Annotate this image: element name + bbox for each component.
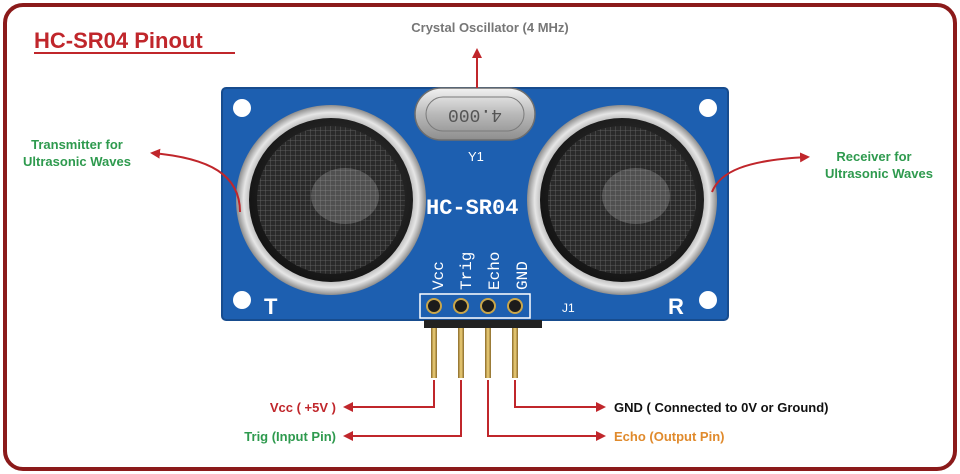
title-underline	[34, 52, 235, 54]
echo-arrow	[487, 380, 606, 441]
receiver-arrow	[711, 152, 810, 193]
transmitter-transducer	[236, 105, 426, 295]
pin-pad-echo	[480, 298, 496, 314]
vcc-arrow	[343, 380, 435, 412]
pin-plastic-spacer	[424, 320, 542, 328]
transmitter-label-line1: Transmitter for	[31, 137, 123, 152]
header-ref: J1	[562, 301, 575, 315]
pin-pad-trig	[453, 298, 469, 314]
receiver-transducer	[527, 105, 717, 295]
transducer-label-t: T	[264, 294, 278, 319]
crystal-label: Crystal Oscillator (4 MHz)	[411, 20, 569, 35]
crystal-oscillator: 4.000	[414, 87, 536, 141]
mounting-hole	[233, 99, 251, 117]
receiver-label-line1: Receiver for	[836, 149, 911, 164]
crystal-marking: 4.000	[448, 104, 502, 124]
gnd-label: GND ( Connected to 0V or Ground)	[614, 400, 829, 415]
annotation-arrows	[150, 48, 810, 441]
transducer-label-r: R	[668, 294, 684, 319]
pin-header-outline	[419, 293, 531, 319]
board-name: HC-SR04	[426, 196, 518, 221]
pin-gnd	[512, 328, 518, 378]
pin-label-trig: Trig	[458, 252, 476, 290]
vcc-label: Vcc ( +5V )	[270, 400, 336, 415]
receiver-label-line2: Ultrasonic Waves	[825, 166, 933, 181]
header-pins	[424, 320, 542, 378]
pin-echo	[485, 328, 491, 378]
echo-label: Echo (Output Pin)	[614, 429, 724, 444]
mounting-hole	[699, 291, 717, 309]
page-title: HC-SR04 Pinout	[34, 28, 203, 53]
pin-label-echo: Echo	[486, 252, 504, 290]
pin-pad-gnd	[507, 298, 523, 314]
sensor-board: 4.000 Y1 HC-SR04 T R Vcc Trig Echo GND J…	[221, 87, 729, 321]
trig-label: Trig (Input Pin)	[244, 429, 336, 444]
trig-arrow	[343, 380, 462, 441]
pin-label-vcc: Vcc	[430, 261, 448, 290]
mounting-hole	[699, 99, 717, 117]
pin-label-gnd: GND	[514, 261, 532, 290]
crystal-ref: Y1	[468, 149, 484, 164]
pin-vcc	[431, 328, 437, 378]
pin-pad-vcc	[426, 298, 442, 314]
pin-trig	[458, 328, 464, 378]
gnd-arrow	[514, 380, 606, 412]
transmitter-arrow	[150, 148, 241, 213]
mounting-hole	[233, 291, 251, 309]
transmitter-label-line2: Ultrasonic Waves	[23, 154, 131, 169]
